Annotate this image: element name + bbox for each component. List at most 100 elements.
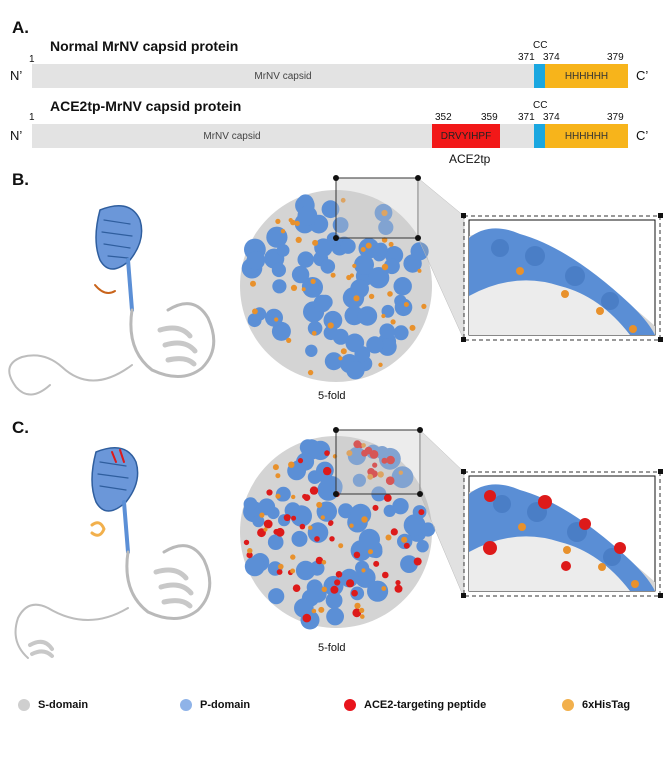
p-domain-spike: [403, 514, 426, 537]
p-domain-spike: [354, 254, 374, 275]
p-domain-swatch: [180, 699, 192, 711]
ace2tp-tick-374: 374: [543, 112, 560, 123]
peptide-mark: [330, 585, 339, 594]
his-tag-mark: [390, 319, 396, 325]
normal-tick-379: 379: [607, 52, 624, 63]
his-tag-mark: [340, 348, 347, 355]
peptide-mark: [353, 551, 361, 559]
his-tag-mark: [353, 295, 360, 302]
p-domain-spike: [373, 242, 388, 257]
his-tag-mark: [301, 287, 306, 292]
p-domain-spike: [265, 308, 283, 327]
his-tag-mark: [291, 494, 296, 500]
p-domain-spike: [367, 580, 389, 602]
his-tag-mark: [368, 549, 373, 555]
his-tag-mark: [381, 237, 388, 243]
his-tag-mark: [288, 218, 293, 223]
p-domain-spike: [366, 336, 384, 354]
his-tag-mark: [378, 362, 383, 367]
p-domain-spike: [305, 344, 318, 357]
p-domain-spike: [393, 277, 412, 296]
ace2tp-tick-379: 379: [607, 112, 624, 123]
his-tag-mark: [381, 586, 387, 591]
peptide-mark: [346, 579, 355, 588]
panel-c-peptide-marks: [243, 440, 425, 623]
peptide-mark: [394, 584, 403, 593]
peptide-mark: [302, 613, 312, 623]
legend-ace2-peptide-label: ACE2-targeting peptide: [364, 699, 487, 711]
his-tag-mark: [340, 197, 346, 203]
his-tag-mark: [308, 525, 313, 530]
p-domain-spike: [307, 321, 323, 336]
p-domain-spike: [301, 277, 319, 295]
p-domain-spike: [295, 560, 316, 581]
ace2tp-protein-title: ACE2tp-MrNV capsid protein: [50, 98, 242, 114]
peptide-mark: [372, 504, 379, 511]
p-domain-spike: [383, 504, 396, 517]
normal-tick-371: 371: [518, 52, 535, 63]
p-domain-spike: [252, 515, 265, 528]
his-tag-mark: [381, 313, 386, 319]
his-tag-mark: [321, 586, 327, 592]
peptide-mark: [385, 476, 395, 485]
p-domain-spike: [326, 607, 344, 626]
p-domain-spike: [379, 323, 395, 339]
peptide-mark: [299, 523, 306, 530]
peptide-mark: [335, 571, 343, 578]
his-tag-mark: [290, 554, 296, 560]
peptide-mark: [351, 589, 358, 597]
p-domain-spike: [271, 262, 286, 278]
peptide-mark: [395, 580, 401, 586]
his-tag-mark: [294, 220, 300, 227]
p-domain-spike: [290, 505, 312, 527]
p-domain-spike: [291, 265, 310, 284]
p-domain-spike: [320, 259, 336, 274]
his-tag-mark: [275, 473, 281, 479]
legend-s-domain: S-domain: [18, 699, 88, 711]
his-tag-mark: [311, 330, 317, 336]
his-tag-mark: [263, 527, 268, 532]
peptide-mark: [383, 494, 392, 502]
his-tag-mark: [286, 337, 292, 343]
his-tag-mark: [365, 242, 372, 249]
p-domain-spike: [347, 446, 366, 466]
peptide-mark: [275, 527, 285, 537]
his-tag-mark: [295, 236, 302, 243]
p-domain-spike: [420, 522, 436, 537]
peptide-mark: [369, 450, 379, 459]
panel-c-letter: C.: [12, 418, 29, 437]
his-tag-mark: [259, 512, 265, 518]
his-tag-mark: [280, 229, 286, 234]
s-domain-swatch: [18, 699, 30, 711]
p-domain-spike: [324, 352, 343, 371]
panel-b-monomer-ribbon: [8, 205, 216, 396]
p-domain-spike: [291, 530, 308, 547]
his-tag-mark: [312, 239, 319, 246]
peptide-mark: [386, 455, 395, 465]
his-tag-mark: [310, 278, 316, 284]
p-domain-spike: [391, 466, 414, 489]
p-domain-spike: [297, 251, 314, 268]
his-tag-mark: [311, 608, 317, 614]
peptide-mark: [382, 571, 389, 579]
p-domain-spike: [332, 217, 349, 233]
his-tag-mark: [338, 356, 343, 361]
peptide-mark: [372, 462, 378, 468]
p-domain-spike: [338, 503, 354, 519]
his-tag-mark: [361, 443, 366, 448]
peptide-mark: [381, 457, 388, 464]
his-tag-mark: [327, 322, 334, 329]
peptide-mark: [334, 579, 341, 586]
his-tag-mark: [360, 247, 366, 252]
legend-his-tag-label: 6xHisTag: [582, 699, 631, 711]
peptide-mark: [323, 466, 332, 476]
his-tag-mark: [349, 523, 354, 528]
peptide-mark: [373, 560, 380, 567]
legend-his-tag: 6xHisTag: [562, 699, 630, 711]
peptide-mark: [390, 528, 398, 536]
his-tag-mark: [252, 308, 258, 315]
panel-c-zoom-frame: [333, 427, 663, 599]
p-domain-spike: [367, 267, 390, 289]
his-tag-mark: [377, 471, 384, 478]
ace2tp-tick-359: 359: [481, 112, 498, 123]
